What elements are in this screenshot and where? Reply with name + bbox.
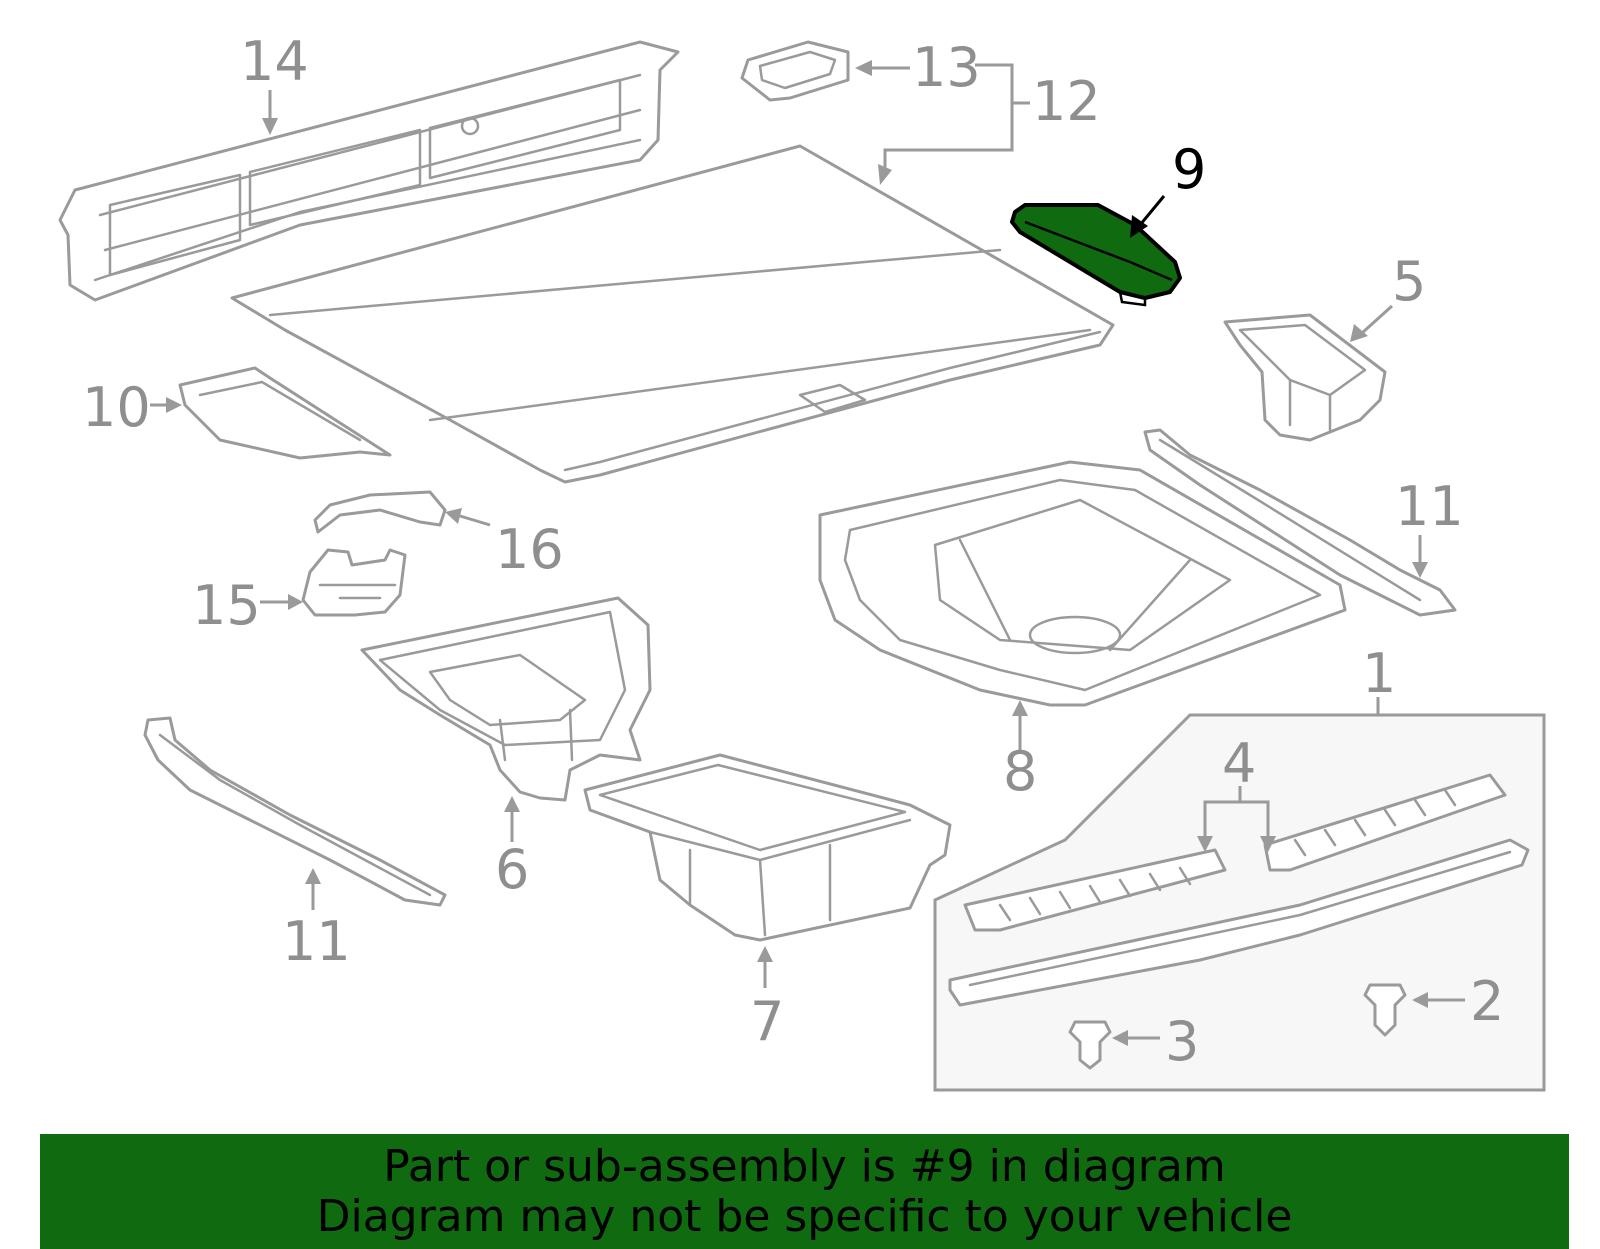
part-1-inset — [933, 713, 1546, 1092]
part-8-tire-well — [818, 460, 1347, 707]
part-14-rear-panel — [58, 40, 680, 302]
callout-7: 7 — [750, 990, 784, 1053]
part-6-storage-tray — [360, 596, 652, 802]
callout-11-right: 11 — [1395, 475, 1464, 538]
part-11-rail-right — [1143, 428, 1457, 617]
callout-10: 10 — [82, 376, 151, 439]
part-10-side-trim — [178, 366, 392, 460]
callout-15: 15 — [192, 574, 261, 637]
parts-diagram: 14 13 12 9 5 10 11 16 15 1 8 4 6 11 7 2 … — [58, 30, 1546, 1092]
callout-14: 14 — [240, 30, 309, 93]
part-11-rail-left — [143, 716, 447, 907]
callout-11-left: 11 — [282, 910, 351, 973]
callout-9: 9 — [1172, 138, 1206, 201]
footer-banner: Part or sub-assembly is #9 in diagram Di… — [40, 1134, 1569, 1249]
callout-13: 13 — [912, 36, 981, 99]
footer-line-1: Part or sub-assembly is #9 in diagram — [383, 1141, 1226, 1192]
callout-2: 2 — [1470, 970, 1504, 1033]
callout-4: 4 — [1222, 732, 1256, 795]
callout-8: 8 — [1003, 740, 1037, 803]
footer-line-2: Diagram may not be specific to your vehi… — [316, 1191, 1293, 1242]
callout-labels: 14 13 12 9 5 10 11 16 15 1 8 4 6 11 7 2 … — [82, 30, 1504, 1073]
part-16-bracket — [313, 490, 447, 534]
callout-6: 6 — [495, 838, 529, 901]
callout-5: 5 — [1392, 250, 1426, 313]
callout-16: 16 — [495, 518, 564, 581]
part-15-clip — [301, 548, 407, 617]
part-12-cargo-cover — [230, 144, 1115, 484]
callout-12: 12 — [1032, 70, 1101, 133]
callout-3: 3 — [1165, 1010, 1199, 1073]
part-13-bin — [740, 40, 850, 102]
leader-lines — [150, 60, 1465, 1046]
part-5-side-bin — [1223, 313, 1387, 442]
part-7-cargo-bin — [583, 753, 952, 942]
callout-1: 1 — [1362, 642, 1396, 705]
